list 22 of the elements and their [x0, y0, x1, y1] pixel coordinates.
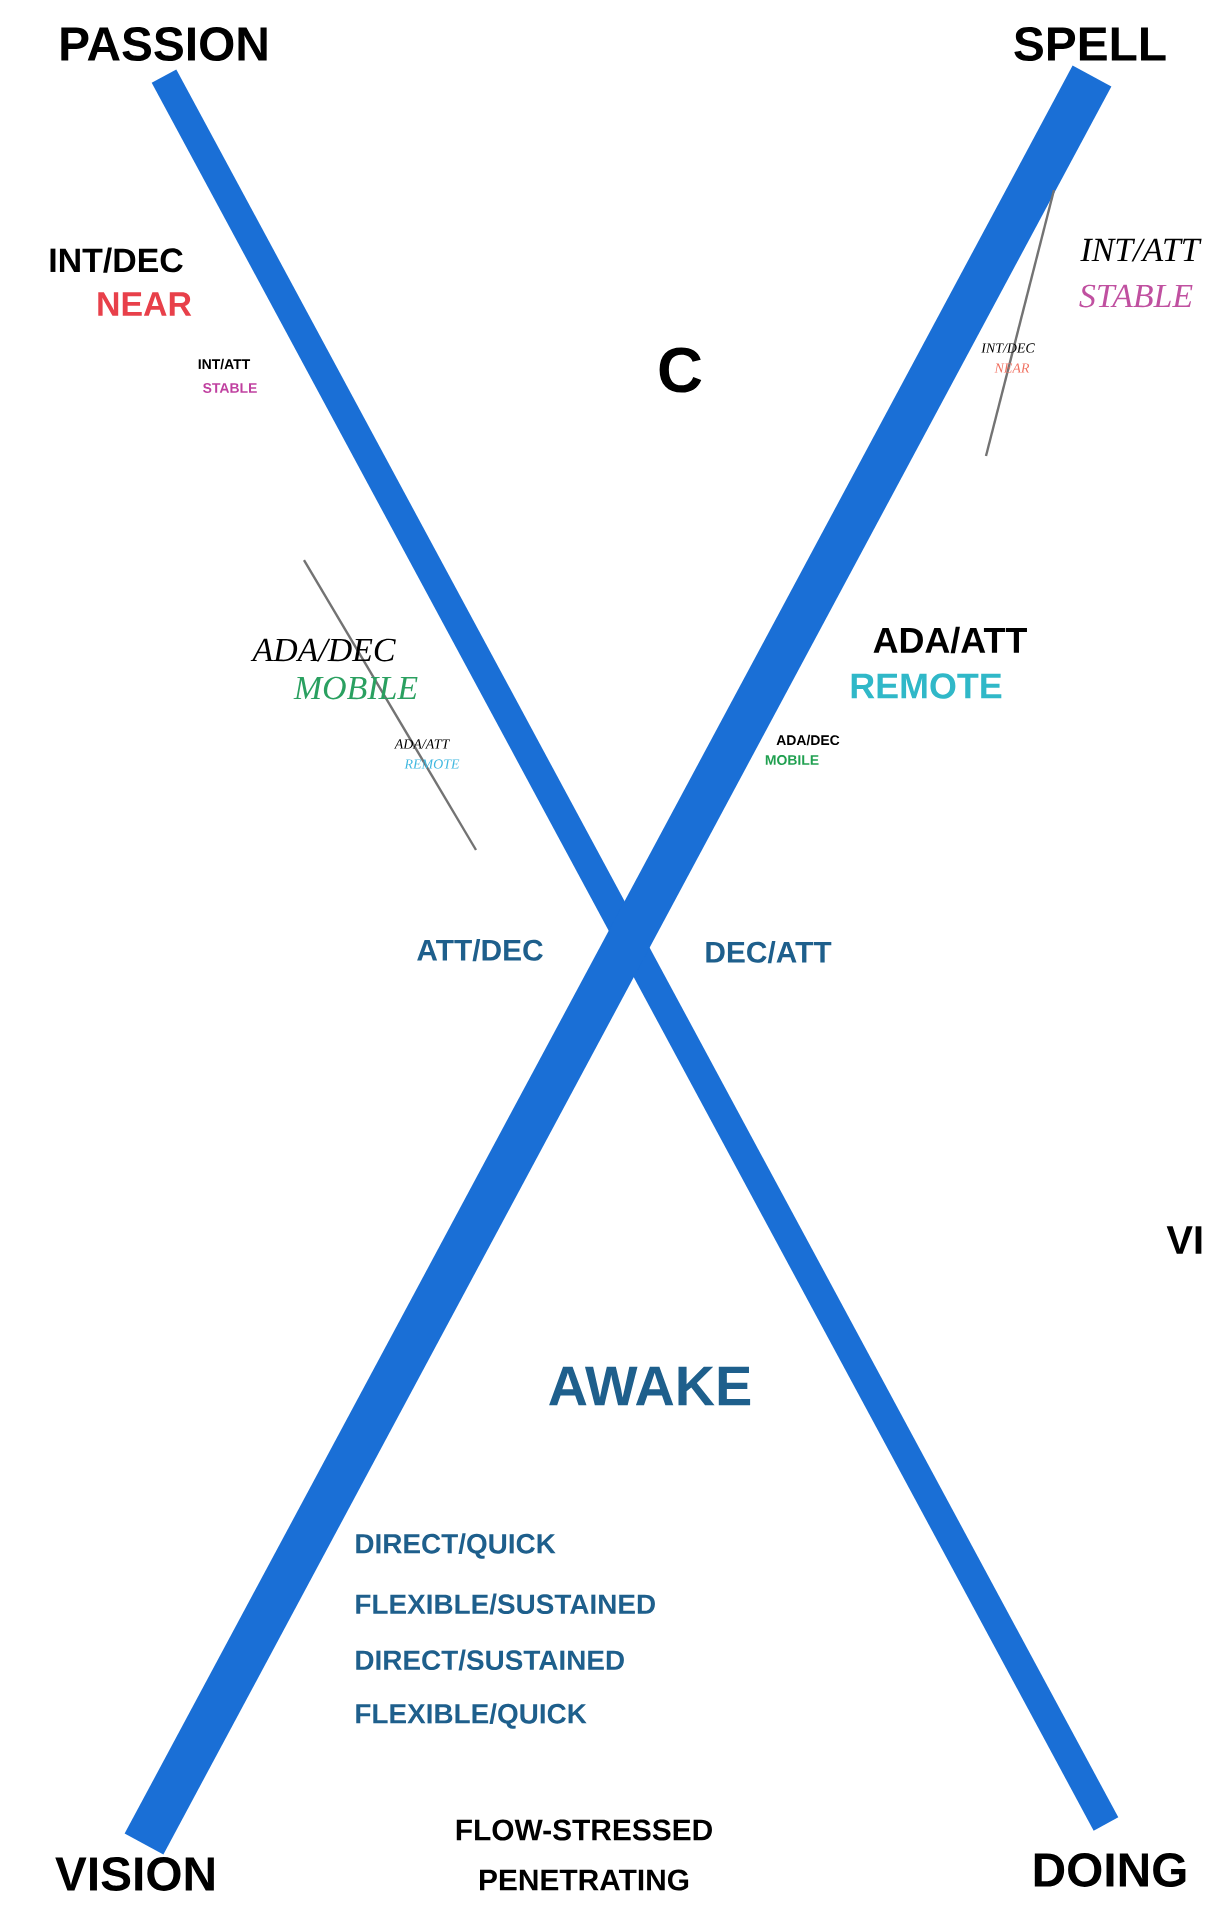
label: INT/ATT — [1080, 238, 1202, 262]
label: DEC/ATT — [706, 940, 832, 964]
label: FLEXIBLE/QUICK — [356, 1703, 587, 1729]
label: STABLE — [1079, 284, 1193, 308]
label: C — [659, 347, 702, 393]
label: FLOW-STRESSED — [456, 1819, 712, 1841]
label: INT/DEC — [50, 247, 183, 273]
label: AWAKE — [549, 1366, 751, 1406]
label: FLEXIBLE/SUSTAINED — [356, 1593, 655, 1615]
label: ADA/DEC — [250, 638, 396, 662]
label: VI — [1166, 1226, 1202, 1254]
label: REMOTE — [851, 673, 1002, 699]
label: DIRECT/QUICK — [356, 1533, 556, 1559]
label: ATT/DEC — [417, 938, 543, 962]
corner-label: SPELL — [1014, 27, 1166, 61]
corner-label: PASSION — [61, 27, 267, 61]
label: PENETRATING — [480, 1869, 689, 1891]
corner-label: DOING — [1034, 1853, 1186, 1887]
corner-label: VISION — [55, 1857, 214, 1891]
label: DIRECT/SUSTAINED — [356, 1649, 624, 1671]
label: ADA/ATT — [873, 626, 1027, 654]
label: NEAR — [98, 292, 192, 316]
